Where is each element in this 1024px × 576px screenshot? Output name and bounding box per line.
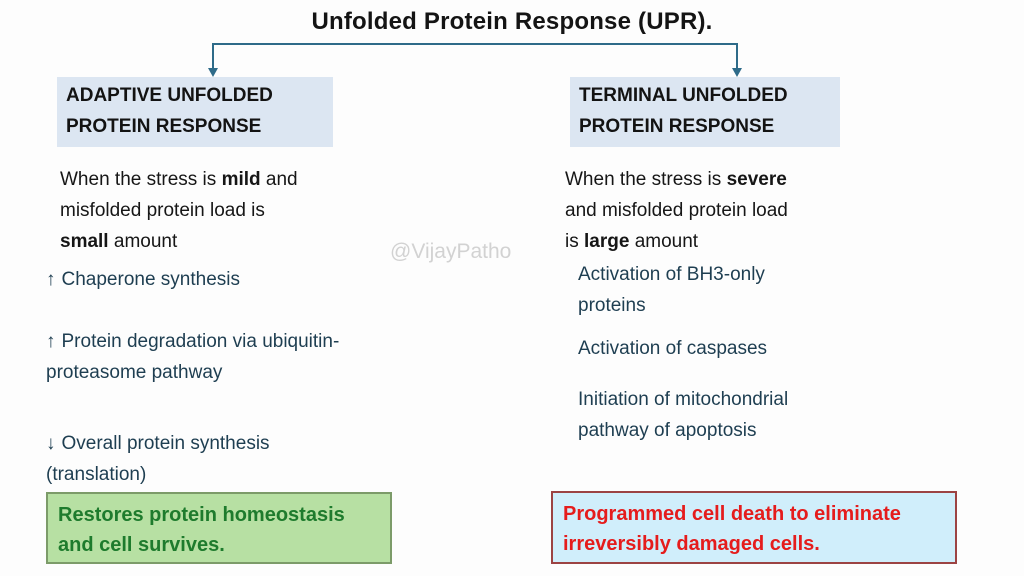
terminal-item-caspases: Activation of caspases — [578, 333, 767, 364]
down-arrow-icon: ↓ — [46, 433, 56, 454]
terminal-outcome-box: Programmed cell death to eliminate irrev… — [551, 491, 957, 564]
adaptive-outcome-box: Restores protein homeostasis and cell su… — [46, 492, 392, 564]
item-line: (translation) — [46, 464, 147, 485]
terminal-item-apoptosis: Initiation of mitochondrial pathway of a… — [578, 384, 788, 446]
intro-line: small amount — [60, 231, 178, 252]
intro-line: is large amount — [565, 231, 699, 252]
intro-line: misfolded protein load is — [60, 200, 265, 221]
up-arrow-icon: ↑ — [46, 269, 56, 290]
adaptive-intro-text: When the stress is mild and misfolded pr… — [60, 164, 298, 257]
item-line: proteins — [578, 295, 646, 316]
adaptive-item-degradation: ↑Protein degradation via ubiquitin- prot… — [46, 326, 466, 388]
intro-line: When the stress is severe — [565, 169, 787, 190]
watermark: @VijayPatho — [390, 240, 512, 263]
item-line: proteasome pathway — [46, 362, 223, 383]
intro-line: When the stress is mild and — [60, 169, 298, 190]
down-arrow-icon — [732, 68, 742, 77]
branch-connector — [208, 43, 742, 77]
terminal-upr-header: TERMINAL UNFOLDED PROTEIN RESPONSE — [570, 77, 840, 147]
item-line: Initiation of mitochondrial — [578, 389, 789, 410]
adaptive-item-translation: ↓Overall protein synthesis (translation) — [46, 428, 386, 490]
item-line: Activation of caspases — [578, 338, 768, 359]
page-title: Unfolded Protein Response (UPR). — [311, 8, 713, 35]
adaptive-item-chaperone: ↑Chaperone synthesis — [46, 264, 240, 295]
down-arrow-icon — [208, 68, 218, 77]
item-line: pathway of apoptosis — [578, 420, 757, 441]
up-arrow-icon: ↑ — [46, 331, 56, 352]
item-line: ↑Protein degradation via ubiquitin- — [46, 331, 340, 352]
terminal-item-bh3: Activation of BH3-only proteins — [578, 259, 765, 321]
item-line: ↓Overall protein synthesis — [46, 433, 270, 454]
item-line: Chaperone synthesis — [61, 269, 241, 290]
item-line: Activation of BH3-only — [578, 264, 765, 285]
adaptive-upr-header: ADAPTIVE UNFOLDED PROTEIN RESPONSE — [57, 77, 333, 147]
terminal-intro-text: When the stress is severe and misfolded … — [565, 164, 788, 257]
intro-line: and misfolded protein load — [565, 200, 788, 221]
